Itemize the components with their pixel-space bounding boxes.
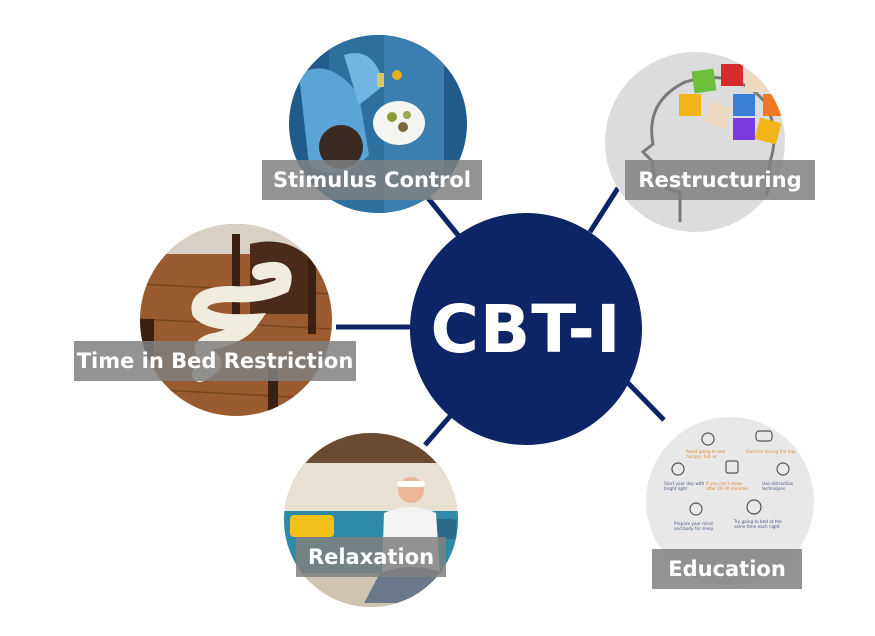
label-time-in-bed: Time in Bed Restriction — [74, 341, 356, 381]
svg-text:after 20-30 minutes: after 20-30 minutes — [706, 486, 748, 491]
svg-text:and body for sleep: and body for sleep — [674, 526, 713, 531]
center-title: CBT-I — [430, 291, 621, 368]
label-relaxation: Relaxation — [296, 537, 446, 577]
label-education: Education — [652, 549, 802, 589]
relaxation-photo — [284, 433, 458, 607]
connector-restructuring — [590, 188, 618, 232]
label-stimulus-control: Stimulus Control — [262, 160, 482, 200]
connector-stimulus — [428, 198, 462, 240]
restructuring-photo — [605, 52, 785, 232]
svg-text:hungry, full, or: hungry, full, or — [686, 454, 717, 459]
time-in-bed-photo — [140, 224, 332, 416]
connector-education — [628, 383, 664, 420]
svg-text:Exercise during the day: Exercise during the day — [746, 449, 796, 454]
svg-text:same time each night: same time each night — [734, 524, 780, 529]
label-restructuring: Restructuring — [625, 160, 815, 200]
svg-text:techniques: techniques — [762, 486, 785, 491]
svg-text:bright light: bright light — [664, 486, 687, 491]
connector-relaxation — [425, 414, 452, 445]
center-hub: CBT-I — [410, 213, 642, 445]
